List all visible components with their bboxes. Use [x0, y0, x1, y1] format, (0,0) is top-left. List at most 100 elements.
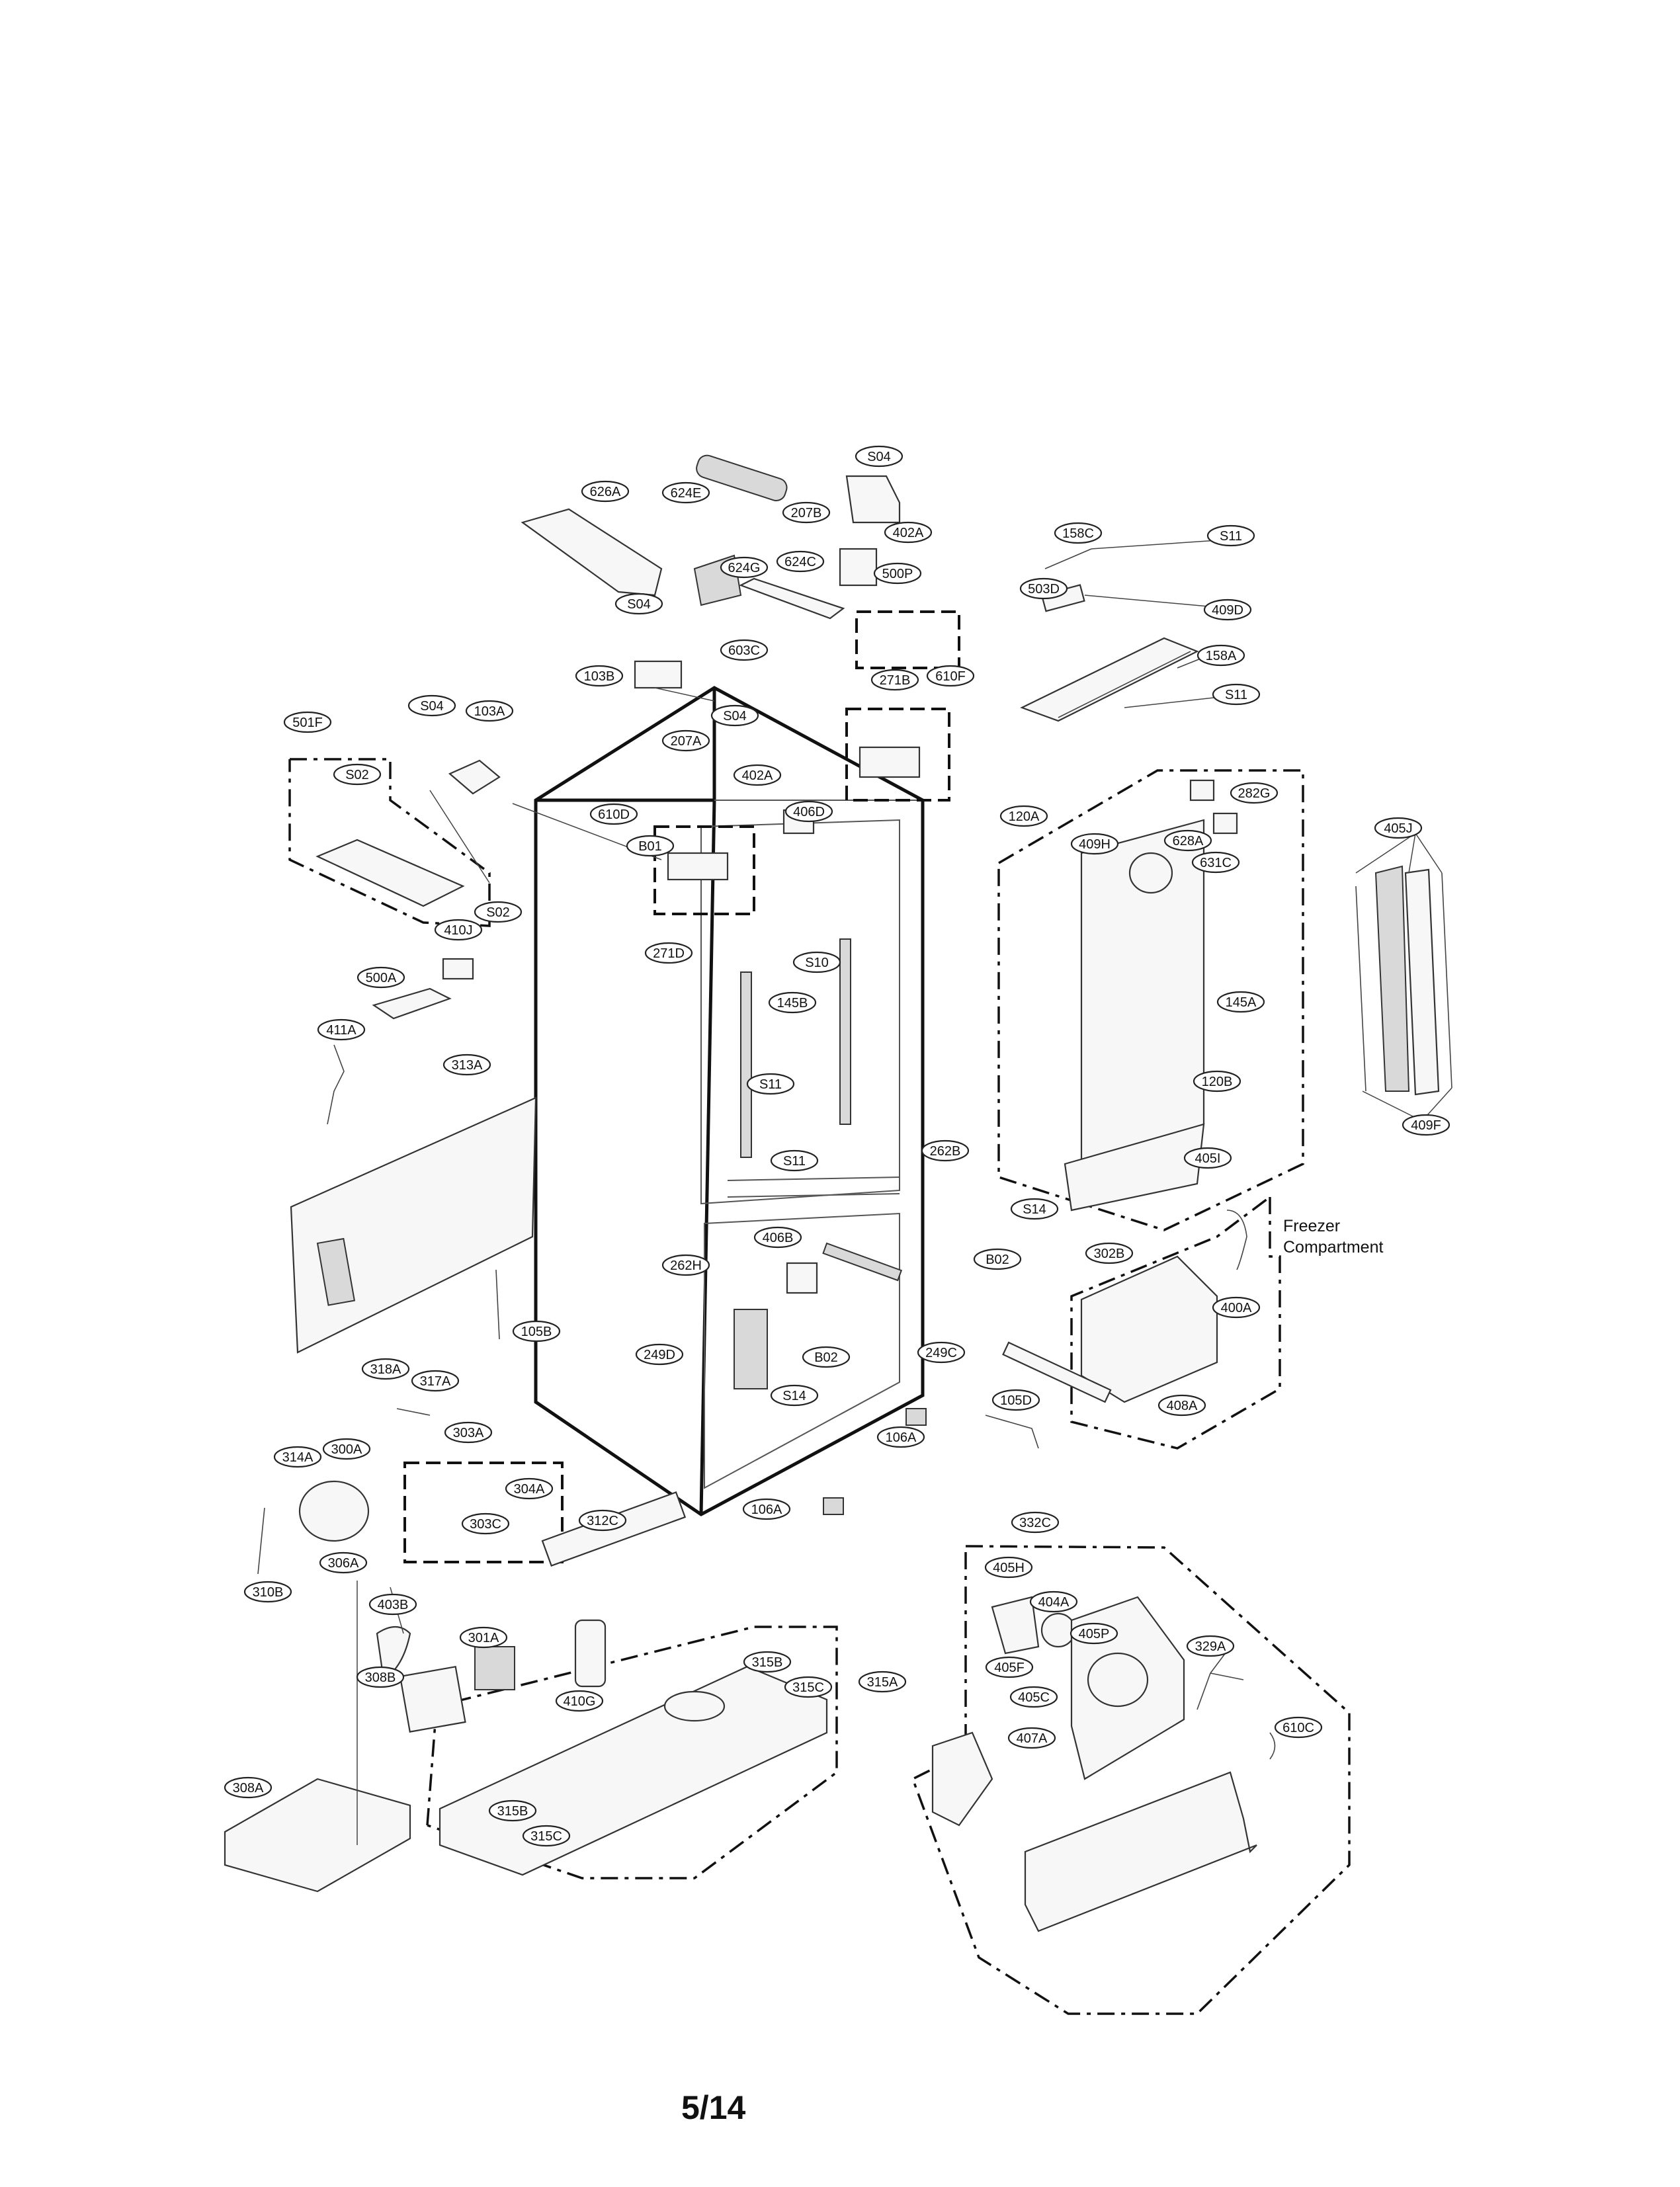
- callout-text: 400A: [1221, 1301, 1252, 1315]
- callout-text: 624G: [728, 561, 761, 575]
- freezer-label-line2: Compartment: [1283, 1238, 1384, 1257]
- callout-402A: 402A: [733, 764, 782, 786]
- callout-text: 406B: [763, 1231, 794, 1245]
- callout-329A: 329A: [1186, 1635, 1235, 1657]
- callout-158C: 158C: [1054, 522, 1103, 544]
- callout-text: 626A: [590, 485, 621, 499]
- callout-text: S04: [627, 597, 651, 612]
- callout-text: 310B: [253, 1585, 284, 1600]
- callout-text: 329A: [1195, 1639, 1226, 1654]
- callout-317A: 317A: [411, 1370, 460, 1392]
- callout-text: 300A: [331, 1442, 362, 1457]
- callout-text: 262B: [930, 1144, 961, 1159]
- callout-text: 314A: [282, 1450, 314, 1465]
- callout-312C: 312C: [578, 1509, 627, 1532]
- callout-628A: 628A: [1163, 829, 1212, 852]
- callout-402A: 402A: [884, 521, 933, 544]
- callout-S04: S04: [710, 704, 759, 727]
- callout-text: 312C: [587, 1514, 618, 1528]
- bottom-parts: [439, 1596, 1276, 1932]
- callout-409D: 409D: [1203, 598, 1252, 621]
- callout-text: S10: [805, 956, 829, 970]
- callout-text: 271D: [653, 946, 685, 961]
- callout-249D: 249D: [635, 1343, 684, 1366]
- callout-text: 207A: [671, 734, 702, 749]
- callout-text: 610D: [598, 807, 630, 822]
- callout-631C: 631C: [1191, 851, 1240, 874]
- callout-603C: 603C: [720, 639, 769, 661]
- callout-text: 303C: [470, 1517, 501, 1532]
- callout-text: 411A: [326, 1023, 357, 1038]
- callout-text: B02: [986, 1253, 1009, 1267]
- callout-S02: S02: [474, 901, 523, 923]
- callout-S04: S04: [855, 445, 903, 468]
- callout-610C: 610C: [1274, 1716, 1323, 1739]
- callout-405P: 405P: [1070, 1622, 1118, 1645]
- callout-314A: 314A: [273, 1446, 322, 1468]
- callout-315C: 315C: [522, 1825, 571, 1847]
- callout-405J: 405J: [1374, 817, 1423, 839]
- callout-410G: 410G: [555, 1690, 604, 1712]
- callout-text: 332C: [1019, 1516, 1051, 1530]
- callout-text: 406D: [793, 805, 825, 819]
- callout-text: 501F: [292, 716, 323, 730]
- callout-105D: 105D: [991, 1389, 1040, 1411]
- group-outlines: [288, 610, 1351, 2015]
- callout-text: 120A: [1009, 809, 1040, 824]
- callout-text: 405H: [993, 1561, 1025, 1575]
- callout-text: 158A: [1206, 649, 1237, 663]
- callout-405H: 405H: [984, 1556, 1033, 1579]
- callout-text: B01: [638, 839, 662, 854]
- callout-S14: S14: [1010, 1198, 1059, 1220]
- callout-text: 105D: [1000, 1393, 1032, 1408]
- callout-text: 317A: [420, 1374, 451, 1389]
- callout-207A: 207A: [661, 729, 710, 752]
- callout-303C: 303C: [461, 1512, 510, 1535]
- callout-610F: 610F: [926, 665, 975, 687]
- callout-text: 120B: [1202, 1075, 1233, 1089]
- callout-text: 303A: [453, 1426, 484, 1440]
- callout-text: 308B: [365, 1671, 396, 1685]
- callout-501F: 501F: [283, 711, 332, 733]
- callout-text: S04: [420, 699, 444, 714]
- callout-406B: 406B: [753, 1226, 802, 1249]
- callout-406D: 406D: [784, 800, 833, 823]
- callout-315B: 315B: [488, 1799, 537, 1822]
- callout-B01: B01: [626, 835, 675, 857]
- callout-text: 308A: [233, 1781, 264, 1795]
- callout-text: 631C: [1200, 856, 1232, 870]
- callout-315A: 315A: [858, 1671, 907, 1693]
- callout-text: 301A: [468, 1631, 499, 1645]
- callout-249C: 249C: [917, 1341, 966, 1364]
- callout-400A: 400A: [1212, 1296, 1261, 1319]
- callout-313A: 313A: [442, 1053, 491, 1076]
- callout-text: 402A: [893, 526, 924, 540]
- callout-271B: 271B: [870, 669, 919, 691]
- callout-text: S11: [759, 1077, 782, 1092]
- callout-262H: 262H: [661, 1254, 710, 1276]
- callout-409H: 409H: [1070, 833, 1119, 855]
- callout-text: 603C: [728, 643, 760, 658]
- callout-S11: S11: [746, 1073, 795, 1095]
- freezer-compartment-label: Freezer Compartment: [1283, 1216, 1482, 1258]
- callout-300A: 300A: [322, 1438, 371, 1460]
- callout-409F: 409F: [1402, 1114, 1450, 1136]
- callout-S10: S10: [792, 951, 841, 973]
- callout-106A: 106A: [742, 1498, 791, 1520]
- callout-text: S14: [1023, 1202, 1046, 1217]
- callout-text: B02: [814, 1350, 838, 1365]
- callout-text: 405C: [1018, 1690, 1050, 1705]
- callout-text: 249D: [644, 1348, 675, 1362]
- callout-text: 304A: [514, 1482, 545, 1497]
- callout-106A: 106A: [876, 1426, 925, 1448]
- callout-S11: S11: [770, 1149, 819, 1172]
- callout-text: 405J: [1384, 821, 1412, 836]
- callout-405F: 405F: [985, 1656, 1034, 1678]
- callout-text: 145B: [777, 996, 808, 1011]
- callout-text: 409D: [1212, 603, 1243, 618]
- callout-text: 282G: [1238, 786, 1271, 801]
- callout-text: 409H: [1079, 837, 1111, 852]
- callout-308A: 308A: [224, 1776, 273, 1799]
- callout-282G: 282G: [1230, 782, 1279, 804]
